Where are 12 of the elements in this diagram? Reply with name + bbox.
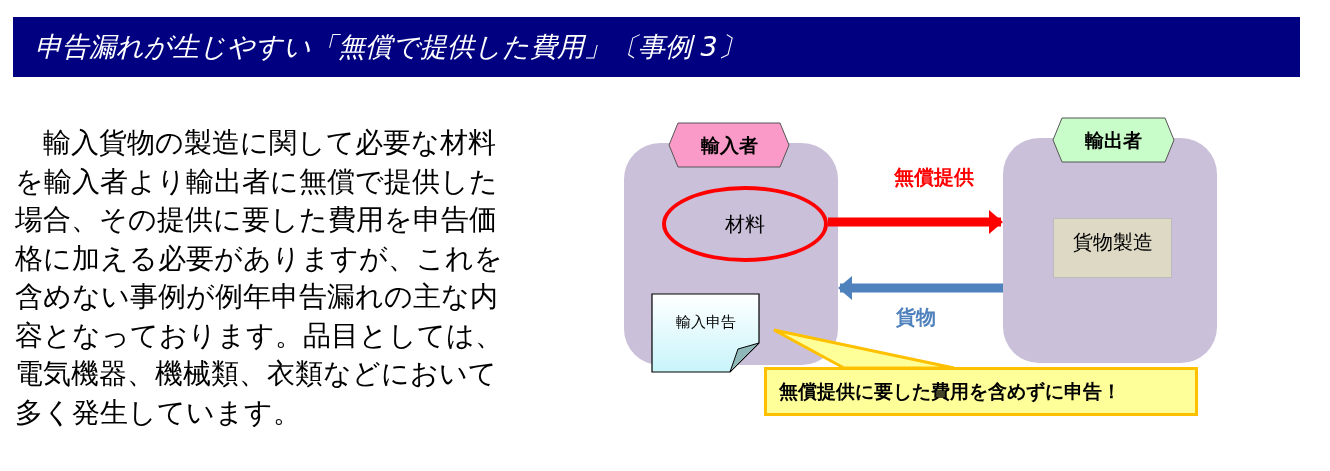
material-ellipse: 材料	[662, 186, 828, 262]
title-bar: 申告漏れが生じやすい「無償で提供した費用」〔事例 3〕	[13, 17, 1300, 77]
callout-tail	[772, 328, 956, 370]
process-box: 貨物製造	[1053, 218, 1172, 278]
heading-tag: 輸入者	[668, 122, 790, 168]
document-sheet: 輸入申告	[651, 293, 760, 373]
heading-tag: 輸出者	[1052, 117, 1175, 163]
edge-label: 貨物	[895, 304, 937, 331]
arrow	[838, 276, 1003, 300]
body-paragraph: 輸入貨物の製造に関して必要な材料を輸入者より輸出者に無償で提供した場合、その提供に要した費用を申告価格に加える必要がありますが、これを含めない事例が例年申告漏れの主な内容となっております。品目としては、電気機器、機械類、衣類などにおいて多く発生しています。	[15, 125, 504, 431]
edge-label: 無償提供	[893, 164, 975, 191]
arrow	[828, 210, 1003, 234]
